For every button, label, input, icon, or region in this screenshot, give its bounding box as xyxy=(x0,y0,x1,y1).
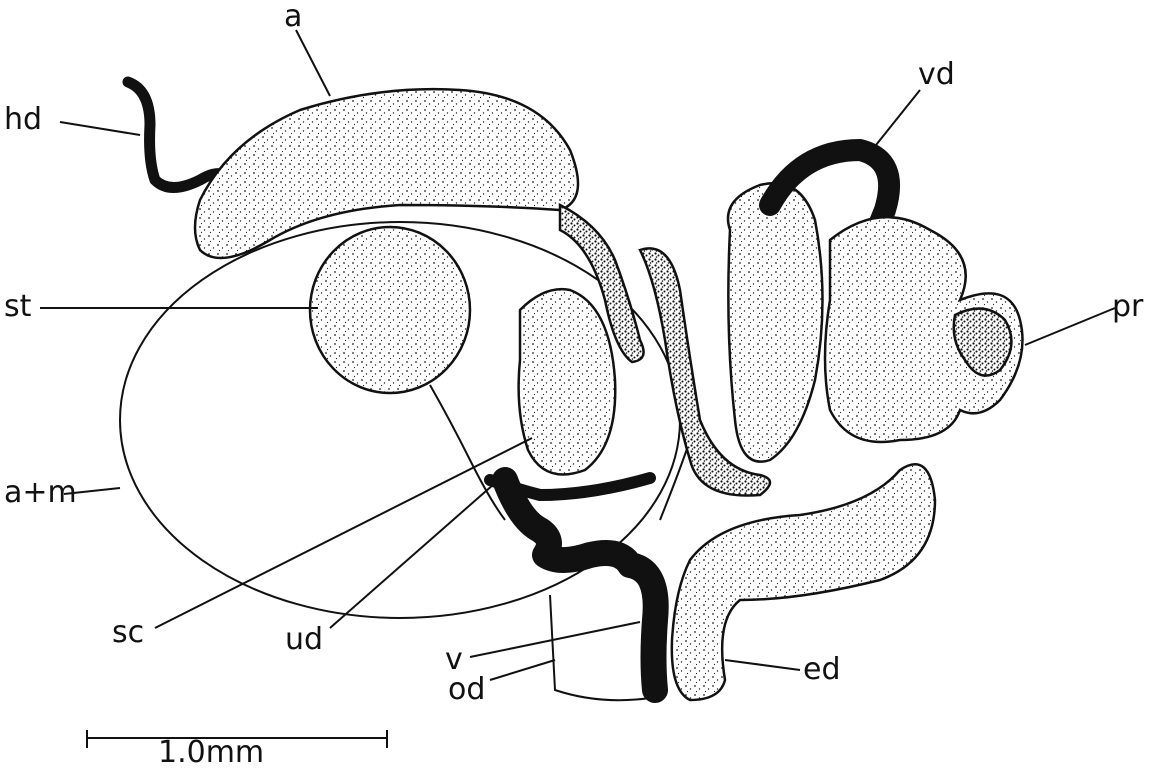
leader-hd xyxy=(60,122,140,135)
label-albumen-gland: a xyxy=(284,2,302,32)
uterine-duct-gland xyxy=(519,289,616,474)
hermaphrodite-duct-inner xyxy=(128,82,230,188)
label-albumen-mucus-gland: a+m xyxy=(4,478,77,508)
vas-deferens xyxy=(728,183,823,461)
leader-v xyxy=(470,622,640,657)
label-vagina: v xyxy=(445,645,463,675)
leader-vd xyxy=(872,90,920,150)
spermatheca-duct xyxy=(430,385,505,520)
leader-ud xyxy=(330,484,494,628)
label-epiphallus: ed xyxy=(803,655,841,685)
spermatheca xyxy=(310,227,470,393)
vagina-inner xyxy=(505,480,656,690)
leader-od xyxy=(490,660,555,680)
leader-a xyxy=(296,30,330,96)
leader-sc xyxy=(155,438,532,628)
scale-bar-label: 1.0mm xyxy=(158,738,264,768)
label-prostate: pr xyxy=(1112,292,1143,322)
leader-ed xyxy=(725,660,800,670)
label-sperm-carrier: sc xyxy=(112,618,144,648)
leader-pr xyxy=(1025,308,1115,345)
label-oviduct: od xyxy=(448,675,485,705)
label-vas-deferens: vd xyxy=(918,60,955,90)
label-hermaphrodite-duct: hd xyxy=(4,105,42,135)
label-spermatheca: st xyxy=(4,292,31,322)
label-uterine-duct: ud xyxy=(285,625,323,655)
